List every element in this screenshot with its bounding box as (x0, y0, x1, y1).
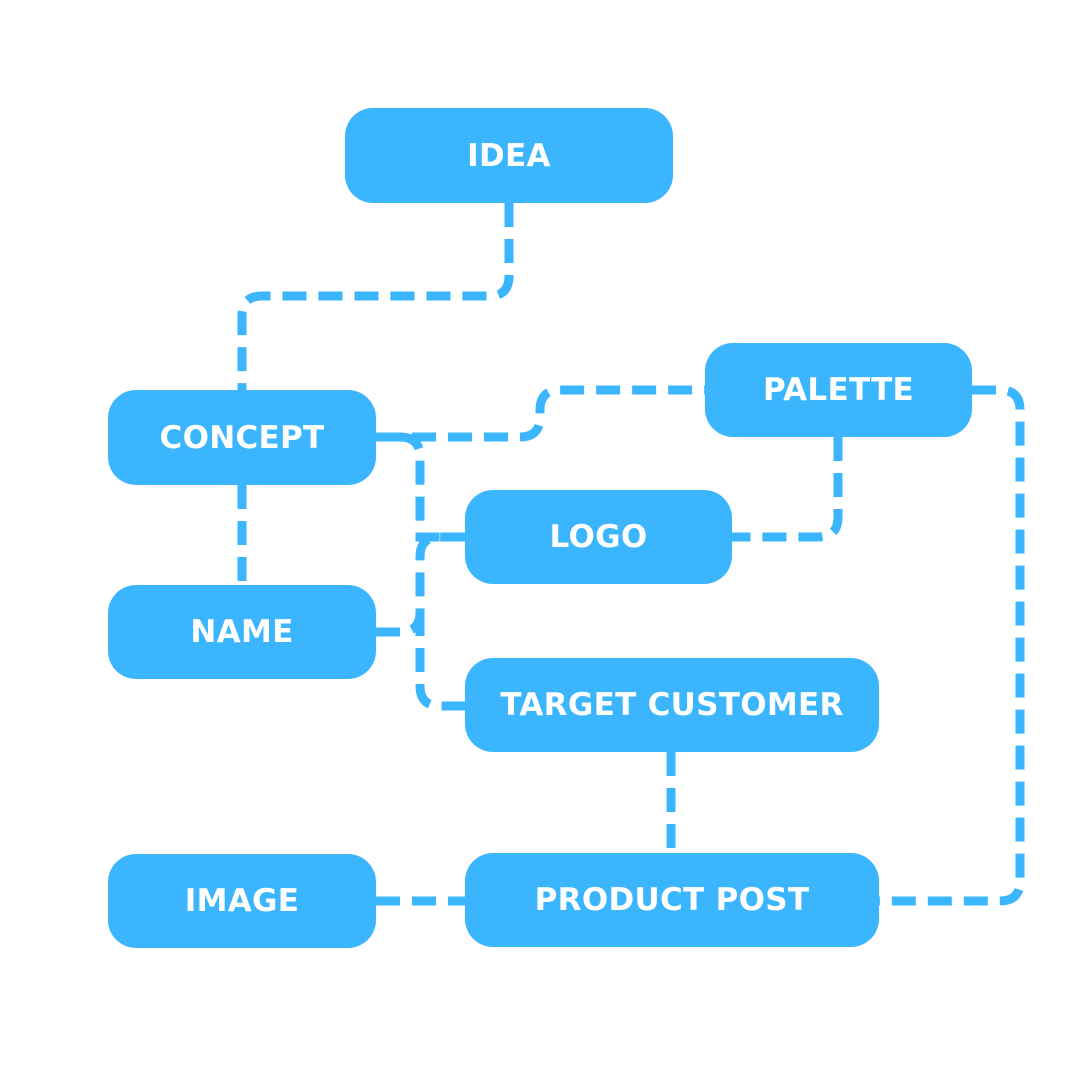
node-image-label: IMAGE (184, 883, 300, 919)
node-name[interactable]: NAME (108, 585, 376, 679)
node-idea-label: IDEA (467, 137, 551, 174)
edge-concept-logo (399, 432, 466, 542)
edge-name-target (415, 612, 466, 711)
node-palette-label: PALETTE (762, 372, 915, 408)
node-idea[interactable]: IDEA (345, 108, 673, 203)
edge-idea-concept (237, 203, 514, 391)
node-product-post-label: PRODUCT POST (534, 882, 810, 918)
edge-concept-palette (376, 385, 706, 442)
node-concept[interactable]: CONCEPT (108, 390, 376, 485)
edge-palette-product (879, 385, 1025, 906)
node-target-customer-label: TARGET CUSTOMER (500, 687, 844, 723)
node-image[interactable]: IMAGE (108, 854, 376, 948)
node-logo[interactable]: LOGO (465, 490, 732, 584)
node-logo-label: LOGO (549, 519, 648, 555)
node-name-label: NAME (190, 614, 294, 650)
edge-name-logo (376, 532, 466, 637)
edge-palette-logo (732, 437, 843, 542)
node-palette[interactable]: PALETTE (705, 343, 972, 437)
node-product-post[interactable]: PRODUCT POST (465, 853, 879, 947)
node-concept-label: CONCEPT (159, 419, 325, 456)
node-target-customer[interactable]: TARGET CUSTOMER (465, 658, 879, 752)
